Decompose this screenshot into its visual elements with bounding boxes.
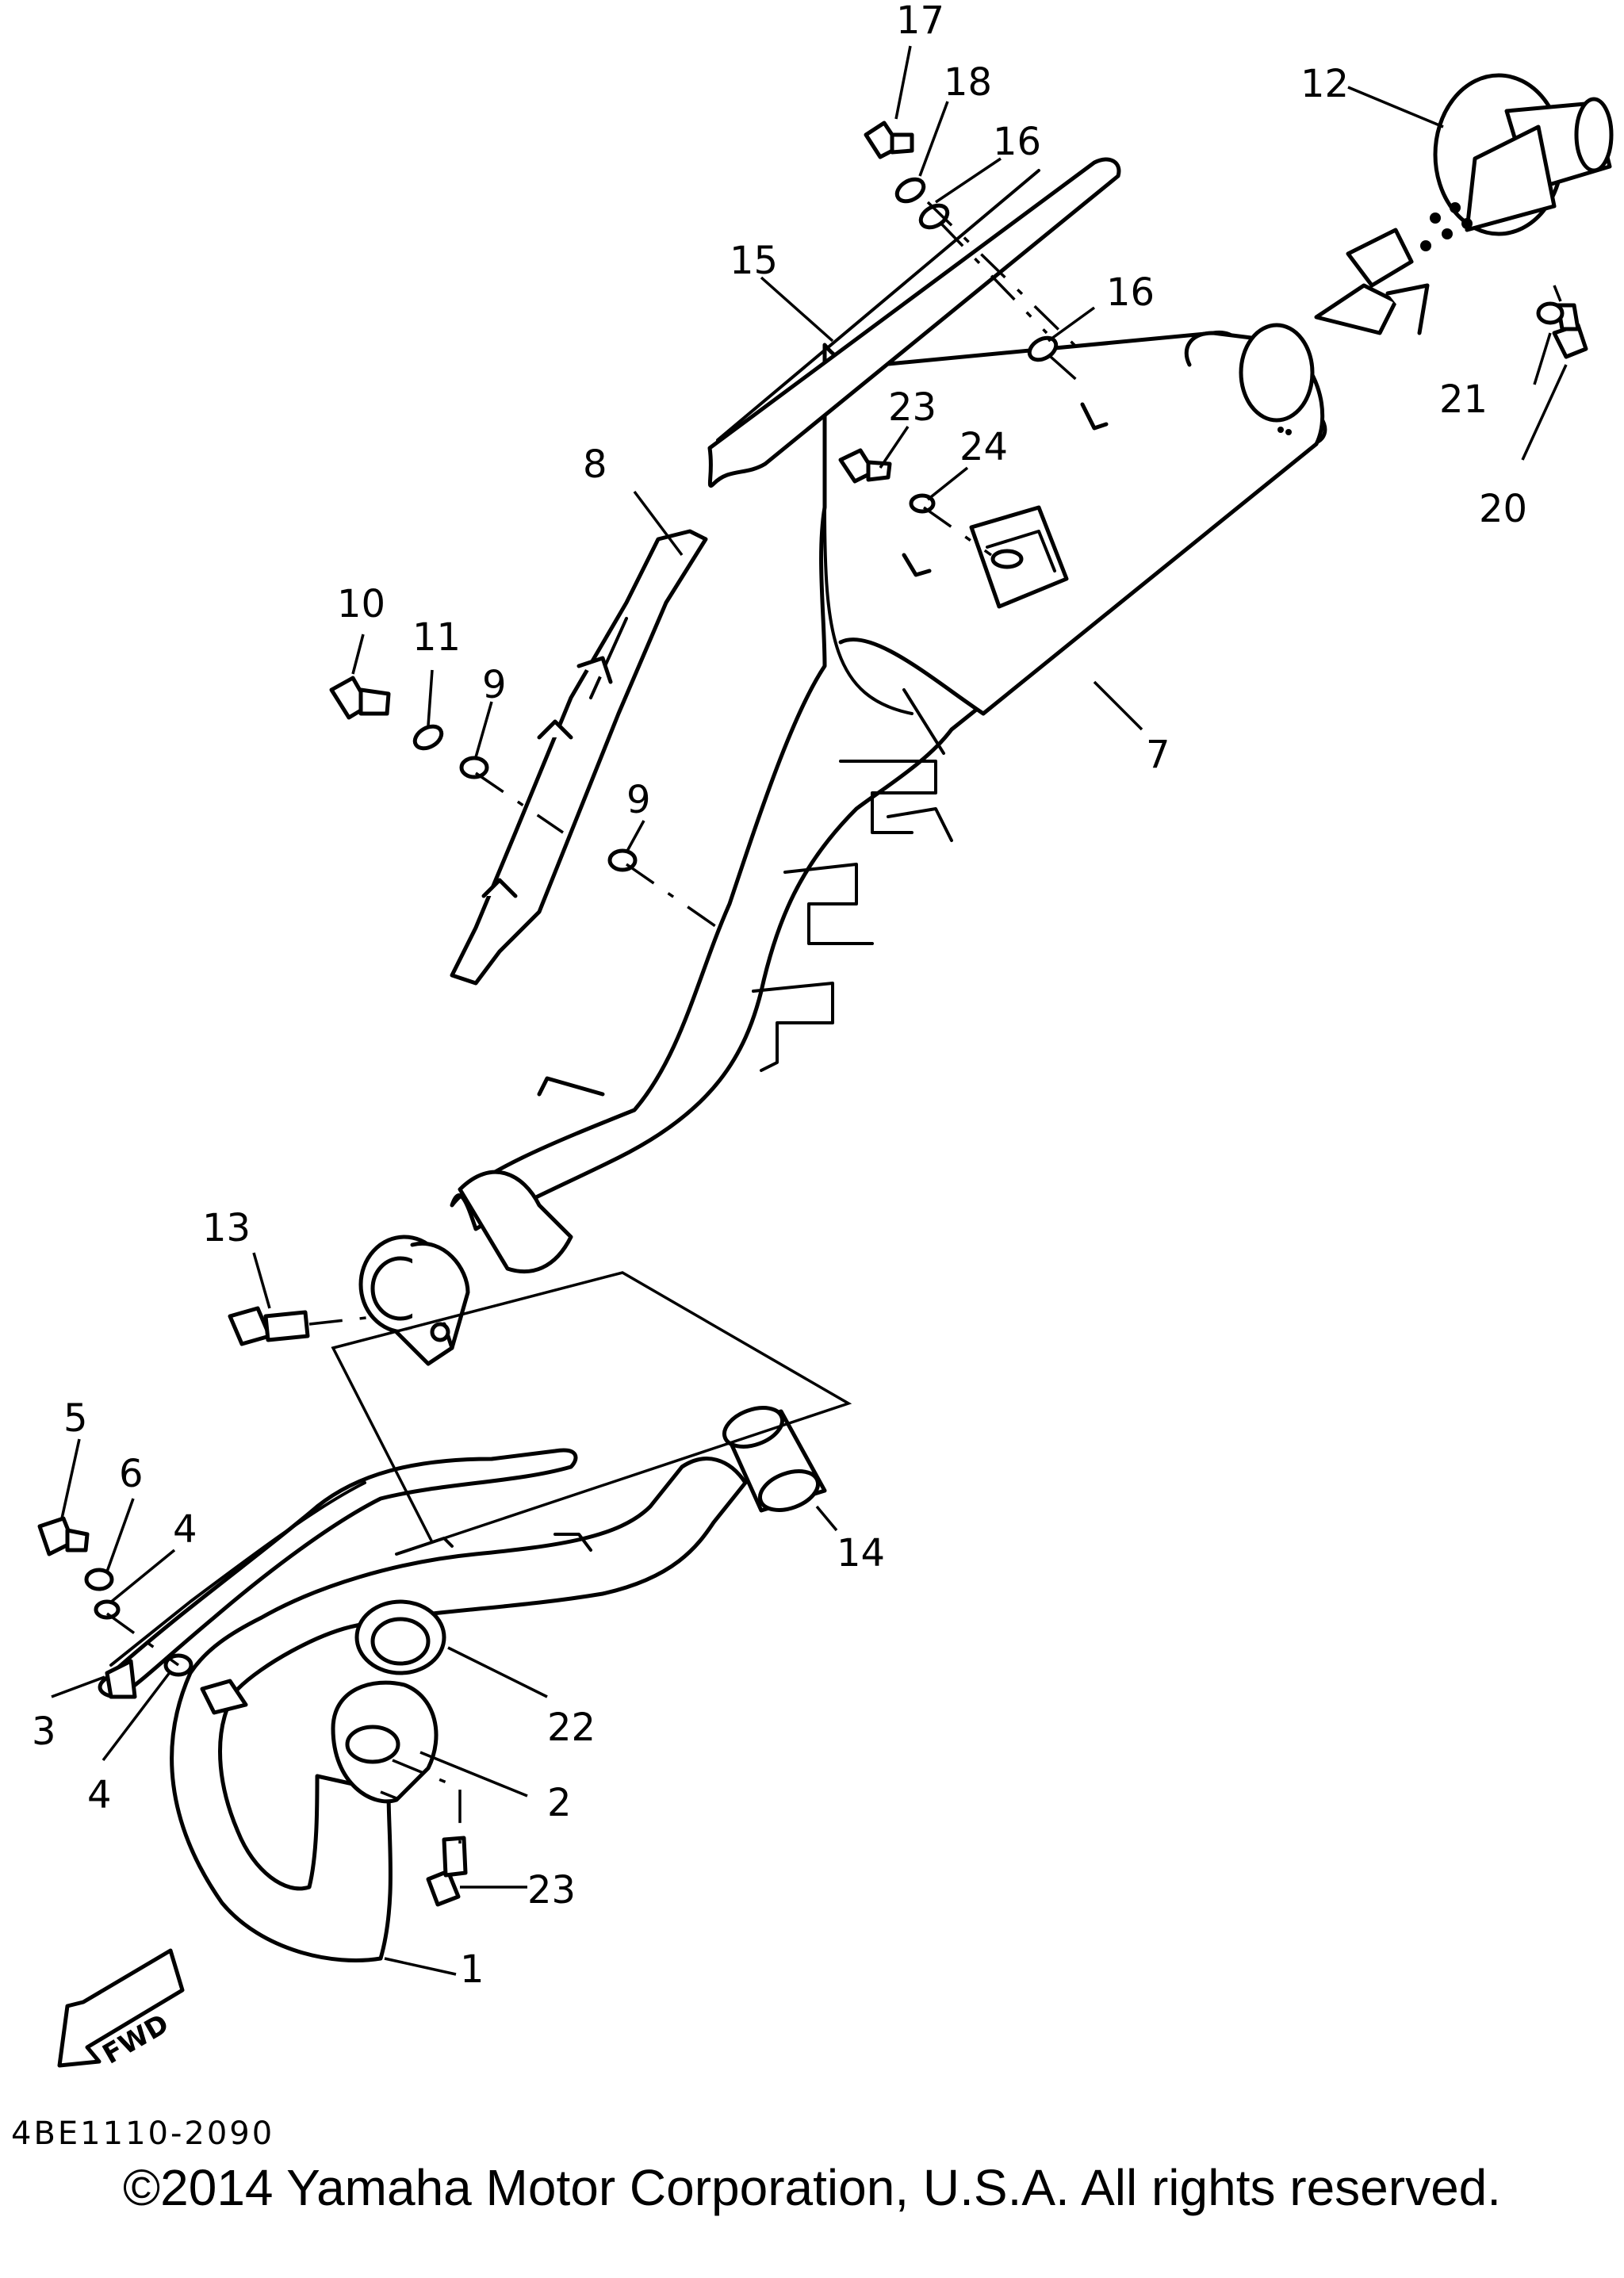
callout-20: 21 bbox=[1439, 377, 1488, 422]
callout-9a: 9 bbox=[482, 663, 507, 707]
hardware-bolts bbox=[37, 121, 1588, 1907]
protector-mount-line bbox=[938, 220, 1048, 335]
lower-heat-protector bbox=[98, 1448, 578, 1699]
callout-2: 2 bbox=[547, 1781, 572, 1825]
forward-arrow: FWD bbox=[57, 1948, 185, 2071]
callout-numbers: 17 18 16 15 16 12 23 24 8 10 11 9 9 7 21… bbox=[32, 0, 1527, 1992]
muffler-inlet-clamp bbox=[358, 1170, 573, 1366]
callout-4a: 4 bbox=[173, 1507, 197, 1552]
copyright-notice: ©2014 Yamaha Motor Corporation, U.S.A. A… bbox=[122, 2159, 1502, 2216]
muffler-body bbox=[450, 323, 1327, 1231]
callout-3: 3 bbox=[32, 1709, 56, 1754]
muffler-gasket bbox=[722, 1406, 827, 1513]
callout-1: 1 bbox=[460, 1947, 485, 1992]
callout-18: 18 bbox=[944, 60, 992, 105]
callout-17: 17 bbox=[896, 0, 944, 43]
assembly-lines bbox=[105, 201, 1562, 1843]
exhaust-port-gasket bbox=[354, 1599, 446, 1675]
callout-16b: 16 bbox=[1106, 270, 1155, 315]
upper-heat-protector bbox=[707, 157, 1121, 488]
spark-arrester bbox=[1314, 73, 1614, 335]
callout-5: 5 bbox=[63, 1396, 88, 1441]
callout-15: 15 bbox=[730, 239, 778, 283]
callout-8: 8 bbox=[583, 442, 607, 487]
exhaust-pipe bbox=[170, 1457, 748, 1962]
callout-24: 24 bbox=[959, 425, 1008, 469]
callout-16a: 16 bbox=[993, 120, 1041, 164]
callout-22: 23 bbox=[527, 1868, 576, 1912]
callout-4b: 4 bbox=[87, 1773, 112, 1817]
callout-23: 23 bbox=[888, 385, 936, 430]
callout-13: 14 bbox=[837, 1531, 885, 1575]
callout-12: 12 bbox=[1300, 62, 1349, 106]
callout-6: 6 bbox=[119, 1452, 144, 1496]
callout-11: 11 bbox=[412, 615, 461, 660]
leader-lines bbox=[51, 45, 1568, 1976]
side-protector bbox=[450, 529, 708, 986]
callout-10: 10 bbox=[337, 582, 385, 626]
callout-14: 13 bbox=[202, 1206, 251, 1250]
exhaust-flange bbox=[331, 1680, 439, 1804]
callout-19: 20 bbox=[1479, 487, 1527, 531]
callout-21: 22 bbox=[547, 1706, 596, 1750]
callout-7: 7 bbox=[1146, 733, 1170, 777]
callout-9b: 9 bbox=[626, 778, 651, 822]
diagram-code: 4BE1110-2090 bbox=[11, 2115, 275, 2152]
